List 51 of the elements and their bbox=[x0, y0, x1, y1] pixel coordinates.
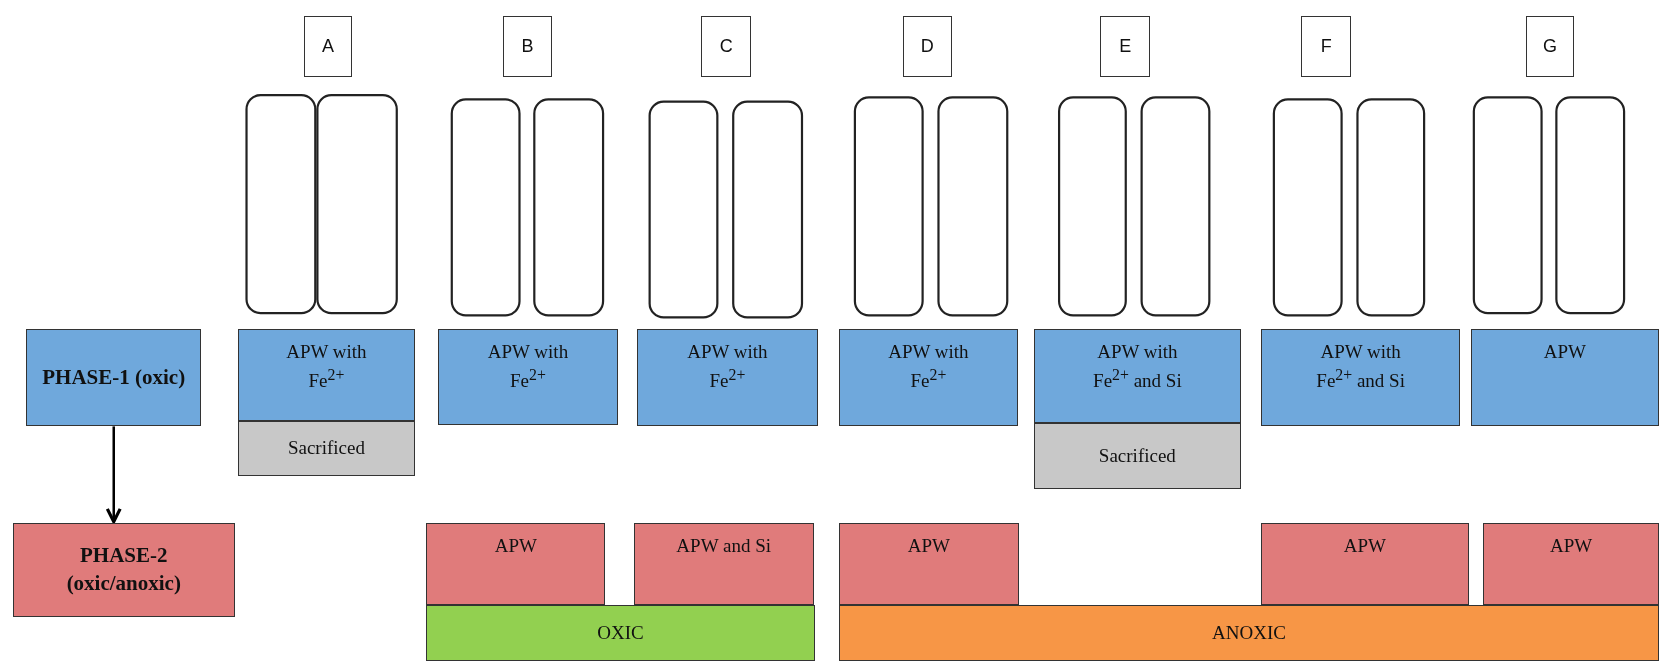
box-label: APW bbox=[907, 533, 951, 558]
treatment-box bbox=[1033, 329, 1242, 424]
column-label bbox=[1100, 15, 1151, 78]
column-label bbox=[303, 15, 353, 78]
box-label: APW bbox=[1550, 533, 1593, 558]
box-label: APW bbox=[1343, 533, 1386, 558]
treatment-box bbox=[1261, 522, 1469, 606]
phase-box bbox=[12, 522, 235, 617]
box-label: Sacrificed bbox=[287, 436, 365, 461]
treatment-box bbox=[636, 329, 818, 427]
column-label bbox=[1525, 15, 1575, 78]
box-label: APW with Fe$^{2+}$ bbox=[285, 340, 368, 394]
box-label: D bbox=[920, 34, 934, 58]
box-label: PHASE-1 (oxic) bbox=[42, 364, 186, 392]
treatment-box bbox=[1483, 522, 1659, 606]
box-label: B bbox=[521, 34, 534, 58]
box-label: APW with Fe$^{2+}$ bbox=[887, 340, 970, 394]
arrow bbox=[105, 426, 122, 524]
box-label: F bbox=[1320, 34, 1332, 58]
column-label bbox=[502, 15, 553, 78]
treatment-box bbox=[839, 329, 1018, 427]
box-label: APW with Fe$^{2+}$ bbox=[686, 340, 769, 394]
treatment-box bbox=[438, 329, 618, 426]
sacrificed-box bbox=[238, 421, 415, 477]
treatment-box bbox=[1470, 329, 1659, 427]
column-label bbox=[902, 15, 953, 78]
sacrificed-box bbox=[1033, 423, 1242, 489]
box-label: A bbox=[321, 34, 334, 58]
box-label: APW with Fe$^{2+}$ and Si bbox=[1315, 340, 1406, 394]
box-label: E bbox=[1119, 34, 1132, 58]
box-label: APW and Si bbox=[676, 533, 771, 558]
condition-bar bbox=[426, 605, 815, 661]
treatment-box bbox=[238, 329, 415, 422]
box-label: Sacrificed bbox=[1098, 443, 1176, 468]
box-label: G bbox=[1543, 34, 1557, 58]
treatment-box bbox=[426, 522, 606, 606]
box-label: C bbox=[719, 34, 733, 58]
box-label: APW bbox=[1543, 340, 1586, 365]
box-label: ANOXIC bbox=[1212, 620, 1286, 645]
treatment-box bbox=[839, 522, 1019, 606]
box-label: PHASE-2 (oxic/anoxic) bbox=[65, 542, 182, 597]
box-label: APW with Fe$^{2+}$ and Si bbox=[1092, 340, 1183, 394]
treatment-box bbox=[633, 522, 814, 606]
box-label: APW with Fe$^{2+}$ bbox=[486, 340, 570, 394]
phase-box bbox=[26, 329, 201, 427]
box-label: OXIC bbox=[597, 620, 644, 645]
column-label bbox=[701, 15, 752, 78]
column-label bbox=[1301, 15, 1352, 78]
condition-bar bbox=[839, 605, 1659, 661]
treatment-box bbox=[1261, 329, 1461, 427]
box-label: APW bbox=[494, 533, 537, 558]
